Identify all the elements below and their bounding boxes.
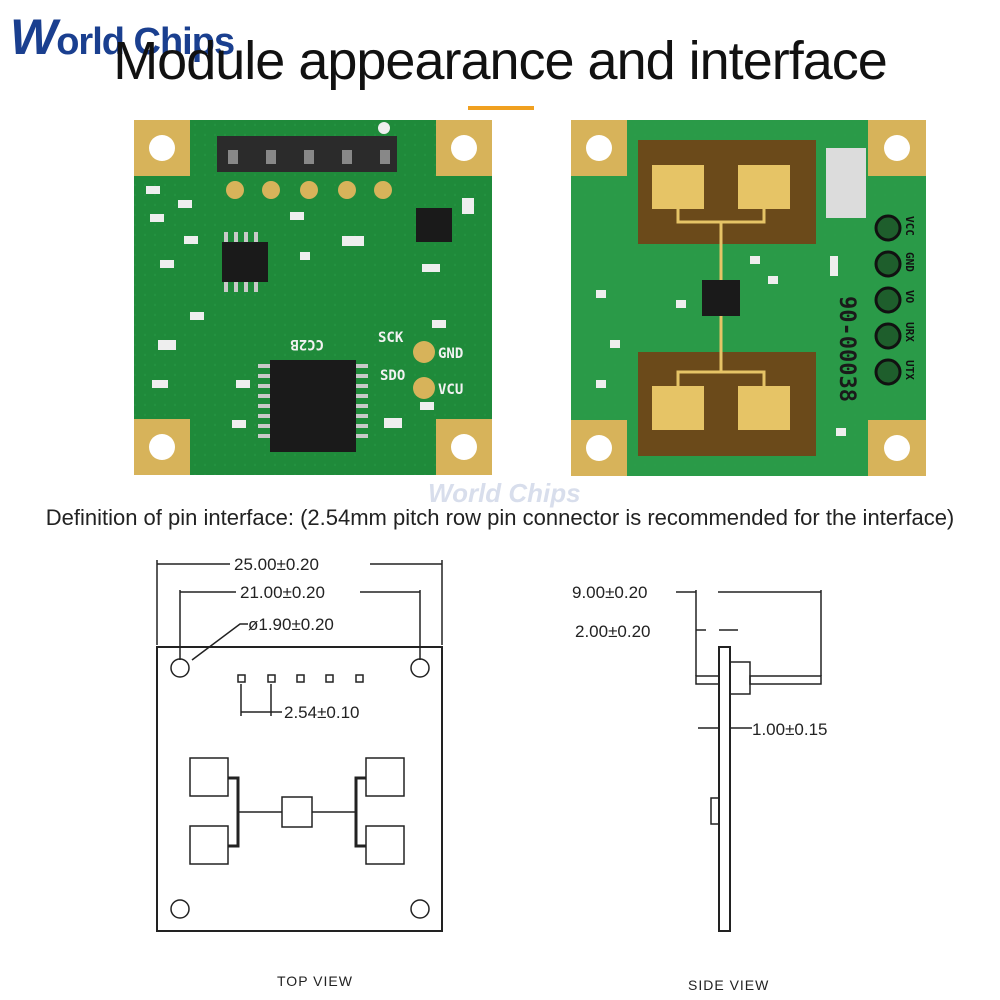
pin-label-1: VCC — [903, 216, 916, 236]
silk-vcu: VCU — [438, 382, 463, 398]
pin-label-2: GND — [903, 252, 916, 272]
silk-serial: 90-00038 — [834, 296, 859, 402]
logo-initial: W — [10, 9, 57, 65]
brand-logo: World Chips — [10, 8, 235, 66]
silk-part: CC2B — [290, 336, 324, 352]
silk-sck: SCK — [378, 330, 404, 346]
page-title: Module appearance and interface — [113, 31, 888, 91]
silk-gnd: GND — [438, 346, 463, 362]
top-view-label: TOP VIEW — [277, 973, 353, 989]
silk-sdo: SDO — [380, 368, 405, 384]
dim-board: 1.00±0.15 — [752, 720, 828, 739]
side-view-label: SIDE VIEW — [688, 977, 769, 993]
dim-width: 25.00±0.20 — [234, 555, 319, 574]
pin-definition-caption: Definition of pin interface: (2.54mm pit… — [45, 505, 955, 530]
dim-pin-pitch: 2.54±0.10 — [284, 703, 360, 722]
dim-overall: 9.00±0.20 — [572, 583, 648, 602]
logo-text: orld Chips — [56, 21, 235, 63]
pin-label-3: VO — [903, 290, 916, 304]
pin-label-4: URX — [903, 322, 916, 342]
dim-hole-diameter: ø1.90±0.20 — [248, 615, 334, 634]
pin-labels: VCC GND VO URX UTX — [903, 216, 916, 380]
watermark: World Chips — [428, 478, 581, 508]
front-pcb-photo: SCK SDO GND VCU CC2B — [134, 120, 492, 475]
title-accent-line — [468, 106, 534, 110]
back-pcb-photo: 90-00038 VCC GND VO URX UTX — [571, 120, 926, 476]
side-view-drawing — [676, 590, 822, 932]
pin-label-5: UTX — [903, 360, 916, 380]
top-view-drawing — [156, 560, 443, 932]
dim-hole-spacing: 21.00±0.20 — [240, 583, 325, 602]
dim-header: 2.00±0.20 — [575, 622, 651, 641]
